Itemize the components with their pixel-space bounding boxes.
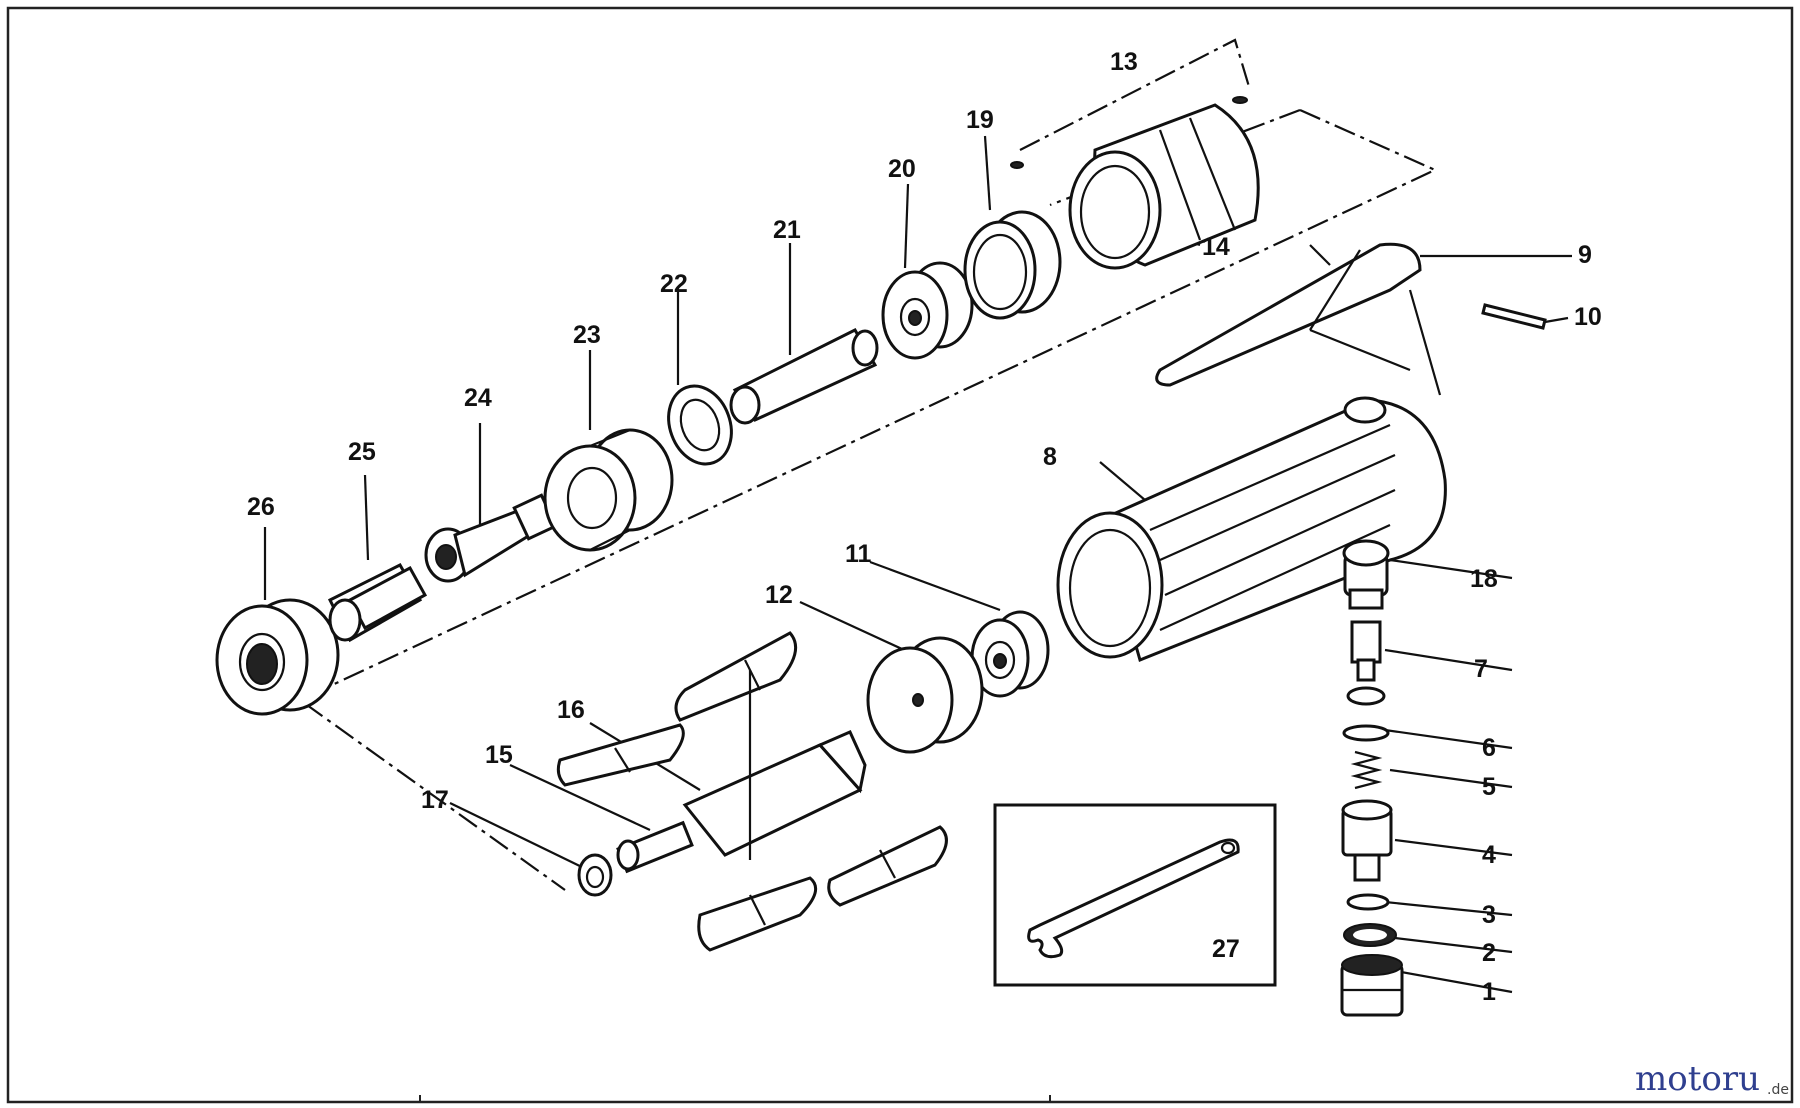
label-5: 5: [1482, 773, 1496, 801]
part-11-bearing: [970, 610, 1050, 698]
label-12: 12: [765, 581, 793, 609]
label-19: 19: [966, 106, 994, 134]
label-1: 1: [1482, 978, 1496, 1006]
label-6: 6: [1482, 734, 1496, 762]
part-21-shaft: [729, 328, 879, 425]
page-frame: [6, 6, 1794, 1104]
part-18-valve-cap: [1342, 539, 1390, 610]
part-8-housing: [1056, 396, 1447, 663]
part-5-spring: [1350, 750, 1383, 790]
label-24: 24: [464, 384, 492, 412]
label-10: 10: [1574, 303, 1602, 331]
label-23: 23: [573, 321, 601, 349]
part-12-end-plate: [866, 636, 984, 754]
part-26-nut: [215, 598, 340, 716]
part-15-rotor: [616, 730, 867, 874]
label-18: 18: [1470, 565, 1498, 593]
label-8: 8: [1043, 443, 1057, 471]
part-2-washer: [1343, 923, 1397, 947]
label-22: 22: [660, 270, 688, 298]
label-7: 7: [1474, 655, 1488, 683]
part-7-valve-stem: [1346, 620, 1386, 706]
label-17: 17: [421, 786, 449, 814]
part-24-spindle: [424, 493, 558, 583]
part-23-front-housing: [543, 428, 674, 552]
label-3: 3: [1482, 901, 1496, 929]
label-2: 2: [1482, 939, 1496, 967]
label-13: 13: [1110, 48, 1138, 76]
part-9-lever: [1155, 242, 1547, 396]
part-labels: 1 2 3 4 5 6 7 8 9 10 11 12 13 14 15 16 1…: [247, 48, 1602, 1006]
watermark-suffix: .de: [1767, 1082, 1789, 1098]
watermark: motoru .de: [1635, 1059, 1789, 1099]
part-14-cylinder: [1010, 96, 1260, 270]
label-15: 15: [485, 741, 513, 769]
part-25-collet: [327, 563, 428, 643]
label-4: 4: [1482, 841, 1496, 869]
label-14: 14: [1202, 233, 1230, 261]
label-16: 16: [557, 696, 585, 724]
label-26: 26: [247, 493, 275, 521]
label-27: 27: [1212, 935, 1240, 963]
part-22-washer: [667, 384, 733, 466]
label-20: 20: [888, 155, 916, 183]
part-27-wrench-inset: [993, 803, 1277, 987]
part-20-bearing: [881, 261, 974, 360]
part-1-inlet-fitting: [1340, 954, 1404, 1017]
part-17-small-nut: [577, 853, 613, 897]
part-3-oring: [1346, 893, 1390, 911]
part-4-valve-seat: [1341, 799, 1393, 882]
label-21: 21: [773, 216, 801, 244]
watermark-text: motoru: [1635, 1059, 1760, 1099]
part-6-oring: [1342, 724, 1390, 742]
label-11: 11: [845, 540, 872, 568]
label-25: 25: [348, 438, 376, 466]
part-16-vanes: [556, 631, 948, 952]
label-9: 9: [1578, 241, 1592, 269]
part-19-lock-ring: [963, 210, 1062, 320]
